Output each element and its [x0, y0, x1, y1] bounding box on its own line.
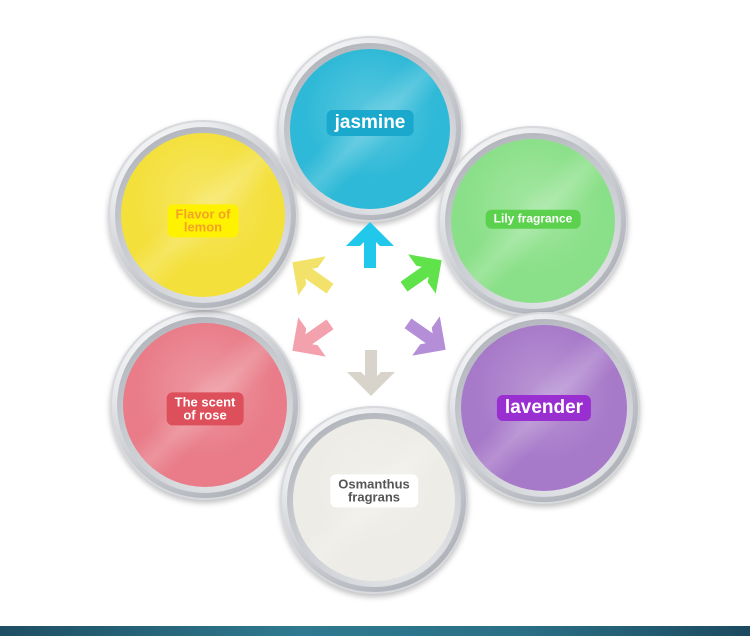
label-lavender: lavender [496, 395, 592, 421]
arrow-lemon-icon [292, 256, 334, 296]
tin-osmanthus: Osmanthus fragrans [280, 406, 468, 594]
tin-lily: Lily fragrance [438, 126, 628, 316]
tin-lemon: Flavor of lemon [108, 120, 298, 310]
arrow-rose-icon [292, 317, 334, 357]
arrow-lily-icon [400, 254, 442, 294]
label-rose: The scent of rose [166, 392, 244, 426]
arrow-lavender-icon [404, 316, 446, 356]
bottom-bar [0, 626, 750, 636]
arrow-osmanthus-icon [347, 350, 395, 396]
label-osmanthus: Osmanthus fragrans [330, 473, 418, 508]
tin-jasmine: jasmine [277, 36, 463, 222]
label-lily: Lily fragrance [485, 209, 581, 229]
tin-lavender: lavender [448, 312, 640, 504]
label-lemon: Flavor of lemon [167, 204, 239, 238]
arrow-jasmine-icon [346, 222, 394, 268]
label-jasmine: jasmine [326, 110, 414, 137]
tin-fill-jasmine [290, 49, 450, 209]
tin-rose: The scent of rose [110, 310, 300, 500]
